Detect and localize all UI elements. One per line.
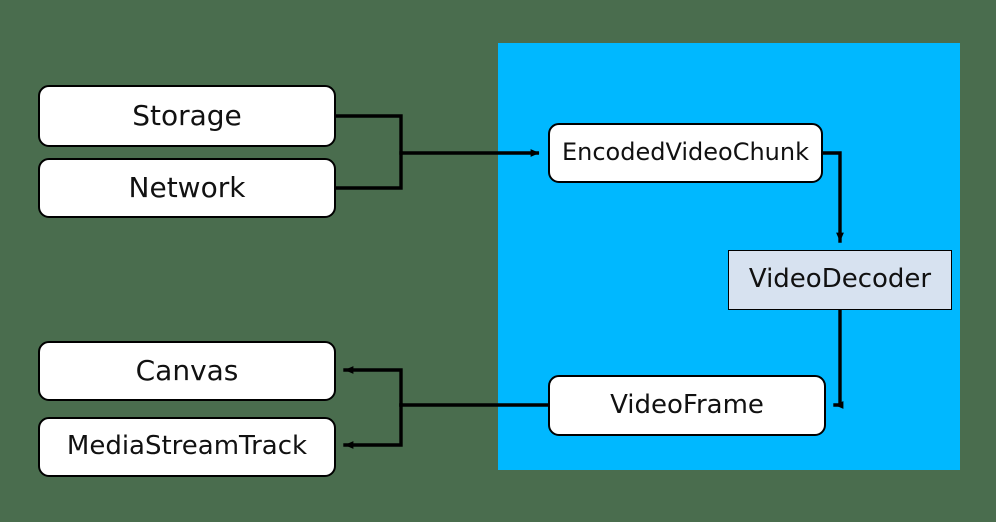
node-network[interactable]: Network	[38, 158, 336, 218]
node-videodecoder[interactable]: VideoDecoder	[728, 250, 952, 310]
node-videoframe[interactable]: VideoFrame	[548, 375, 826, 436]
node-videodecoder-label: VideoDecoder	[748, 264, 932, 295]
edge-frame-to-canvas	[343, 366, 403, 407]
node-storage-label: Storage	[132, 99, 242, 133]
edge-storage-to-chunk	[334, 114, 403, 155]
edge-network-to-chunk	[334, 151, 403, 190]
node-mediastreamtrack[interactable]: MediaStreamTrack	[38, 417, 336, 477]
node-network-label: Network	[128, 171, 246, 205]
node-canvas-label: Canvas	[135, 354, 239, 388]
node-encodedvideochunk-label: EncodedVideoChunk	[561, 138, 810, 167]
edge-frame-to-mediastreamtrack	[343, 403, 403, 449]
node-videoframe-label: VideoFrame	[610, 389, 764, 420]
node-mediastreamtrack-label: MediaStreamTrack	[66, 431, 308, 462]
node-canvas[interactable]: Canvas	[38, 341, 336, 401]
node-storage[interactable]: Storage	[38, 85, 336, 147]
node-encodedvideochunk[interactable]: EncodedVideoChunk	[548, 123, 823, 183]
